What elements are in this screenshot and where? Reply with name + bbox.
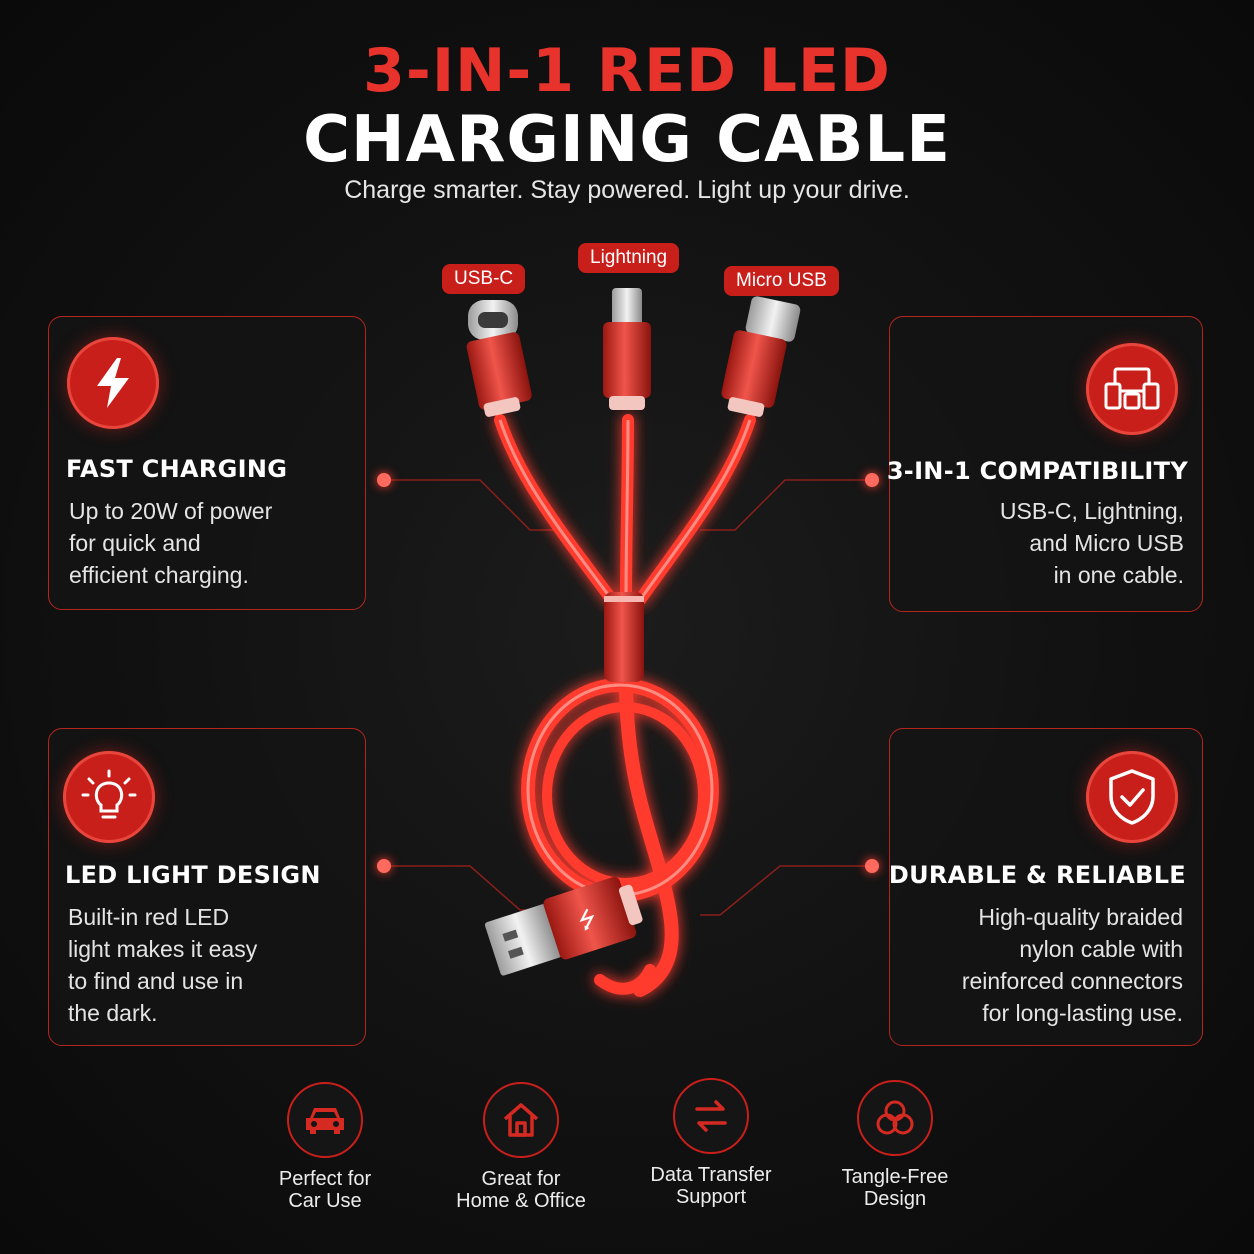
transfer-arrows-icon xyxy=(673,1078,749,1154)
card-text: High-quality braided nylon cable with re… xyxy=(961,904,1183,1026)
card-led-light-design: LED LIGHT DESIGN Built-in red LED light … xyxy=(48,728,366,1046)
card-compatibility: 3-IN-1 COMPATIBILITY USB-C, Lightning, a… xyxy=(886,316,1203,612)
feature-label-1: Great for xyxy=(481,1168,561,1190)
car-icon xyxy=(287,1082,363,1158)
feature-label-1: Tangle-Free xyxy=(841,1166,949,1188)
feature-label-2: Home & Office xyxy=(456,1190,586,1212)
callout-dot-compatibility xyxy=(865,473,879,487)
feature-label-1: Perfect for xyxy=(278,1168,372,1190)
feature-label-2: Support xyxy=(675,1186,747,1208)
card-text: USB-C, Lightning, and Micro USB in one c… xyxy=(999,498,1184,588)
home-icon xyxy=(483,1082,559,1158)
title-line-2: CHARGING CABLE xyxy=(303,103,951,177)
usb-c-label: USB-C xyxy=(442,264,526,294)
card-durable-reliable: DURABLE & RELIABLE High-quality braided … xyxy=(889,728,1203,1046)
usb-c-plug xyxy=(466,300,532,417)
callout-dot-fast-charging xyxy=(377,473,391,487)
micro-usb-label: Micro USB xyxy=(724,266,839,296)
lightning-plug xyxy=(603,288,651,410)
light-bulb-icon xyxy=(63,751,155,843)
feature-label-2: Car Use xyxy=(288,1190,362,1212)
devices-icon xyxy=(1086,343,1178,435)
tangle-free-icon xyxy=(857,1080,933,1156)
callout-dot-durable xyxy=(865,859,879,873)
card-fast-charging: FAST CHARGING Up to 20W of power for qui… xyxy=(48,316,366,610)
feature-label-1: Data Transfer xyxy=(650,1164,772,1186)
shield-check-icon xyxy=(1086,751,1178,843)
card-title: FAST CHARGING xyxy=(66,455,288,483)
usb-a-plug: ⭍ xyxy=(484,876,643,976)
title-line-1: 3-IN-1 RED LED xyxy=(363,36,891,106)
card-title: 3-IN-1 COMPATIBILITY xyxy=(886,457,1188,485)
lightning-bolt-icon xyxy=(67,337,159,429)
callout-dot-led xyxy=(377,859,391,873)
card-title: LED LIGHT DESIGN xyxy=(65,861,321,889)
card-text: Built-in red LED light makes it easy to … xyxy=(68,904,258,1026)
card-title: DURABLE & RELIABLE xyxy=(888,861,1186,889)
feature-label-2: Design xyxy=(863,1188,927,1210)
subtitle: Charge smarter. Stay powered. Light up y… xyxy=(344,176,910,204)
card-text: Up to 20W of power for quick and efficie… xyxy=(69,498,273,588)
lightning-label: Lightning xyxy=(578,243,680,273)
micro-usb-plug xyxy=(721,296,801,417)
